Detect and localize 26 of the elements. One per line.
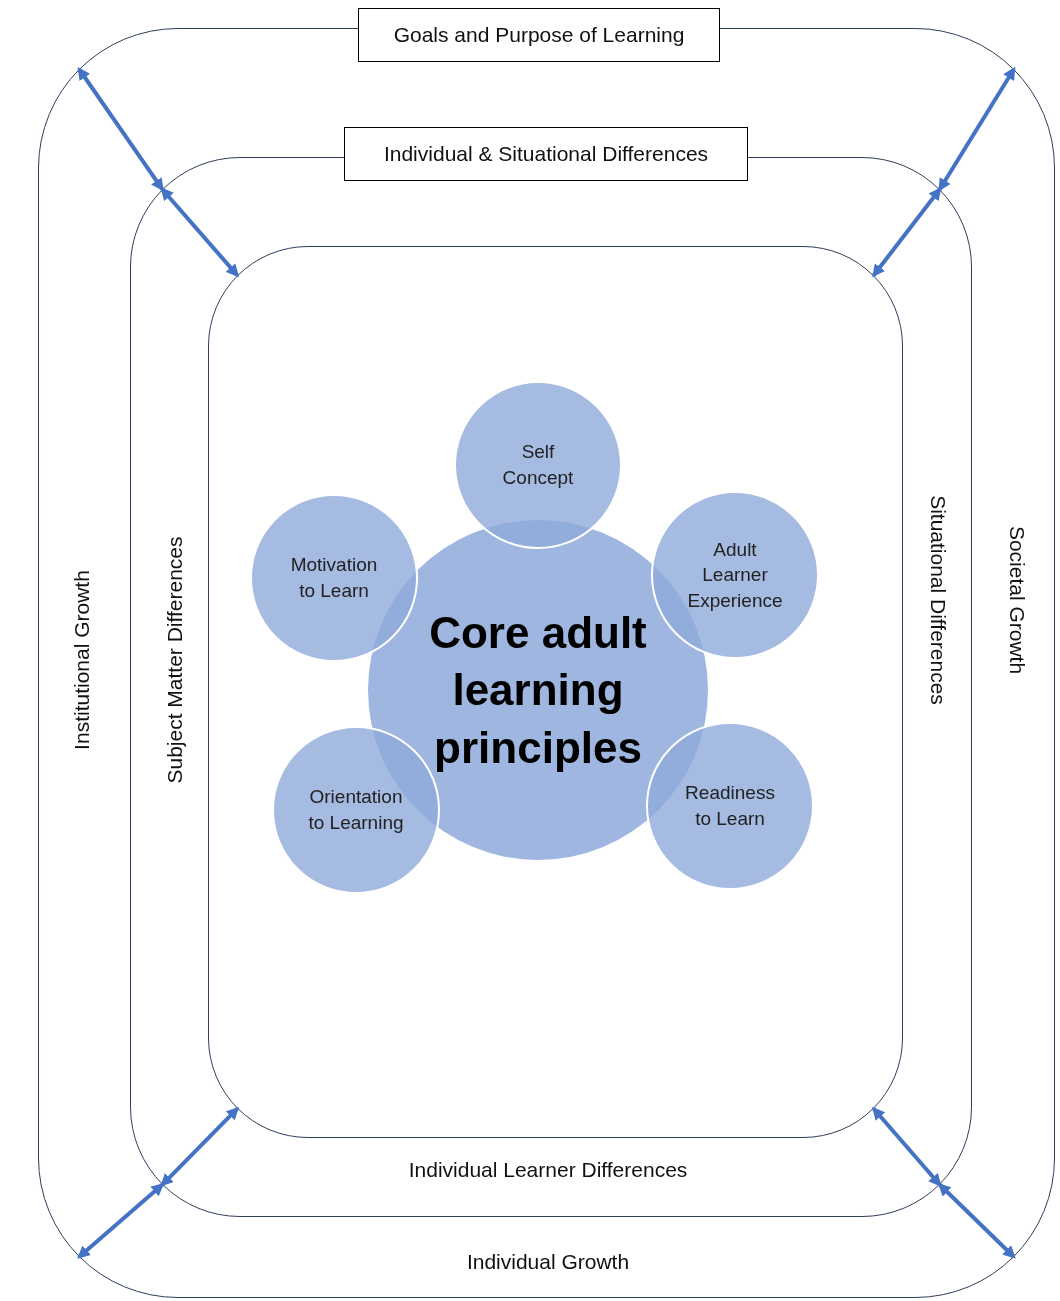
band-label: Individual Growth [466,1249,630,1276]
double-arrow [872,187,942,278]
band-label: Subject Matter Differences [162,536,188,784]
node-label: Orientation to Learning [307,785,405,835]
double-arrow [77,66,164,192]
double-arrow [938,66,1016,192]
band-label: Institutional Growth [69,570,95,750]
band-label: Individual Learner Differences [408,1157,688,1184]
rounded-frame [38,28,1055,1298]
title-box [344,127,748,181]
node-label: Individual & Situational Differences [383,141,709,168]
double-arrow [77,1183,165,1259]
rounded-frame [208,246,903,1138]
node-label: Motivation to Learn [289,553,379,603]
double-arrow [160,187,239,278]
band-label: Societal Growth [1004,525,1030,675]
node-label: Core adult learning principles [428,607,648,774]
double-arrow [160,1106,240,1187]
band-label: Situational Differences [925,495,951,705]
title-box [358,8,720,62]
double-arrow [872,1106,942,1187]
double-arrow [937,1183,1016,1259]
node-label: Adult Learner Experience [686,537,784,613]
node-label: Readiness to Learn [684,781,776,831]
node-label: Goals and Purpose of Learning [393,22,685,49]
node-label: Self Concept [501,440,575,490]
